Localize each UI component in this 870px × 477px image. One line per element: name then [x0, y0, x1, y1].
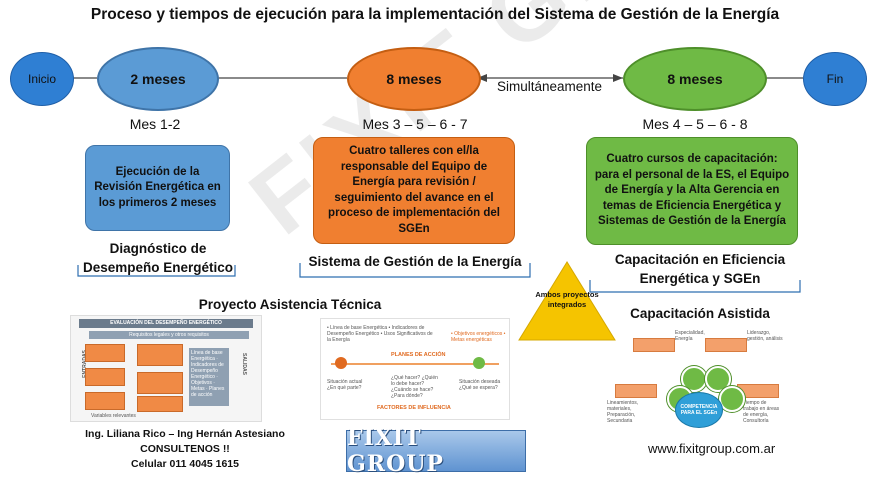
thumb-orange-4 — [137, 344, 183, 366]
thumb-bullets: • Línea de base Energética • Indicadores… — [327, 325, 433, 343]
thumb-orange-2 — [85, 368, 125, 386]
stage-1-months: Mes 1-2 — [129, 116, 181, 132]
bracket-capacitacion — [589, 280, 801, 293]
thumb-cap-tl — [633, 338, 675, 352]
integration-triangle — [518, 261, 616, 341]
thumb-plan-label: PLANES DE ACCIÓN — [391, 352, 446, 358]
thumb-current-dot — [335, 357, 347, 369]
thumb-competencia-center: COMPETENCIA PARA EL SGEn — [675, 392, 723, 428]
section-capacitacion-asistida: Capacitación Asistida — [630, 306, 770, 321]
bracket-diagnostico — [77, 265, 236, 277]
end-node: Fin — [803, 52, 867, 106]
page-title: Proceso y tiempos de ejecución para la i… — [90, 6, 780, 23]
thumb-current: Situación actual ¿En qué parte? — [327, 379, 363, 391]
stage-3-duration: 8 meses — [623, 47, 767, 111]
thumb-orange-5 — [137, 372, 183, 394]
section-sistema: Sistema de Gestión de la Energía — [308, 254, 522, 269]
stage-2-months: Mes 3 – 5 – 6 - 7 — [362, 116, 468, 132]
start-node: Inicio — [10, 52, 74, 106]
fixit-logo: FIXIT GROUP — [346, 425, 526, 477]
section-capacitacion: Capacitación en Eficiencia Energética y … — [614, 252, 786, 286]
thumb-planes-accion: • Línea de base Energética • Indicadores… — [320, 318, 510, 420]
section-diagnostico: Diagnóstico de Desempeño Energético — [82, 241, 234, 275]
section-asistencia: Proyecto Asistencia Técnica — [198, 297, 382, 312]
thumb-right-bullets: • Objetivos energéticos • Metas energéti… — [451, 331, 506, 343]
thumb-factors: FACTORES DE INFLUENCIA — [377, 405, 451, 411]
thumb-salidas: SALIDAS — [240, 353, 247, 375]
thumb-evaluacion-footer: Variables relevantes — [91, 413, 136, 419]
thumb-cap-tl-text: Especialidad, Energía — [675, 330, 705, 342]
arrowhead-right — [613, 74, 623, 82]
contact-cta: CONSULTENOS !! — [140, 443, 230, 455]
thumb-green-circle-4 — [719, 386, 745, 412]
thumb-evaluacion-outputs: Línea de base Energética · Indicadores d… — [189, 348, 229, 406]
simultaneous-label: Simultáneamente — [497, 79, 603, 94]
thumb-orange-6 — [137, 396, 183, 412]
thumb-cap-tr-text: Liderazgo, gestión, análisis — [747, 330, 783, 342]
stage-3-months: Mes 4 – 5 – 6 - 8 — [642, 116, 748, 132]
box-revision-energetica: Ejecución de la Revisión Energética en l… — [85, 145, 230, 231]
thumb-cap-br-text: Tiempo de trabajo en áreas de energía, C… — [743, 400, 780, 424]
contact-phone: Celular 011 4045 1615 — [130, 458, 239, 470]
thumb-evaluacion-subheader: Requisitos legales y otros requisitos — [89, 331, 249, 339]
bracket-sistema — [299, 263, 531, 278]
arrowhead-left — [477, 74, 487, 82]
thumb-cap-bl — [615, 384, 657, 398]
thumb-desired-dot — [473, 357, 485, 369]
stage-2-duration: 8 meses — [347, 47, 481, 111]
thumb-cap-bl-text: Lineamientos, materiales, Preparación, S… — [607, 400, 639, 424]
thumb-competencia: Especialidad, Energía Liderazgo, gestión… — [605, 328, 785, 428]
thumb-questions: ¿Qué hacer? ¿Quién lo debe hacer? ¿Cuánd… — [391, 375, 438, 399]
thumb-orange-1 — [85, 344, 125, 362]
stage-1-duration: 2 meses — [97, 47, 219, 111]
thumb-evaluacion-header: EVALUACIÓN DEL DESEMPEÑO ENERGÉTICO — [79, 319, 253, 328]
triangle-label: Ambos proyectos integrados — [535, 290, 599, 309]
thumb-cap-tr — [705, 338, 747, 352]
contact-names: Ing. Liliana Rico – Ing Hernán Astesiano — [85, 428, 285, 440]
thumb-orange-3 — [85, 392, 125, 410]
box-talleres: Cuatro talleres con el/la responsable de… — [313, 137, 515, 244]
box-cursos: Cuatro cursos de capacitación: para el p… — [586, 137, 798, 245]
thumb-timeline — [331, 363, 499, 365]
thumb-desired: Situación deseada ¿Qué se espera? — [459, 379, 501, 391]
thumb-evaluacion: EVALUACIÓN DEL DESEMPEÑO ENERGÉTICO Requ… — [70, 315, 262, 422]
website-link[interactable]: www.fixitgroup.com.ar — [648, 441, 776, 456]
